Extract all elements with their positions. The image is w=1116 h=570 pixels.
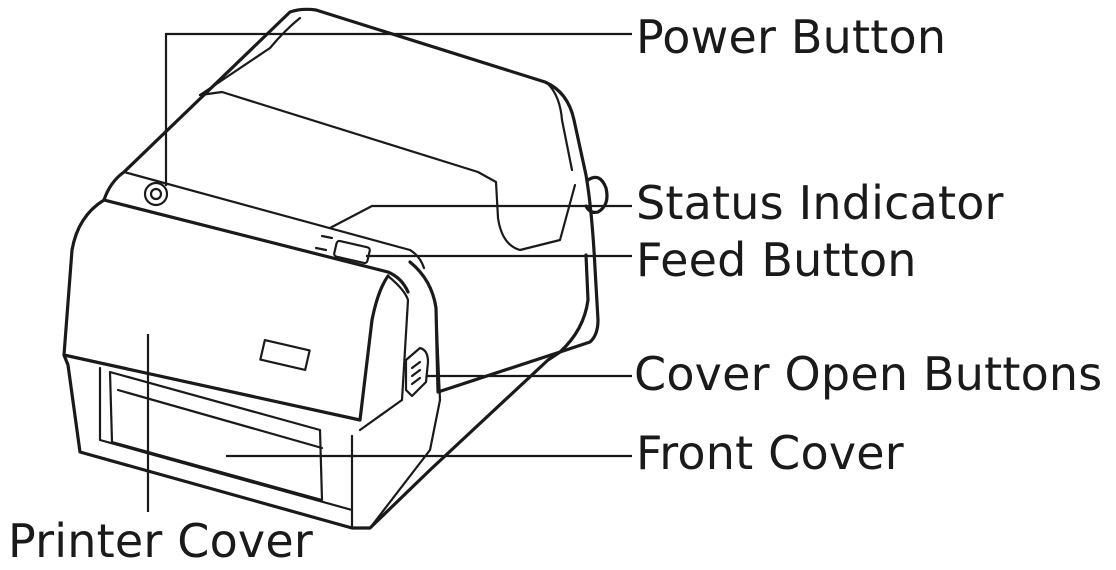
- top-lid-outline: [122, 7, 600, 354]
- leader-status-indicator: [329, 204, 632, 229]
- side-curve: [368, 306, 442, 530]
- status-led-icon: [320, 234, 334, 240]
- label-feed-button: Feed Button: [636, 233, 917, 287]
- label-status-indicator: Status Indicator: [636, 176, 1004, 230]
- front-top-edge-inner: [122, 170, 426, 270]
- lid-ridge: [546, 82, 574, 172]
- base-outline: [62, 350, 562, 530]
- printer-cover-side: [358, 274, 410, 432]
- paper-exit-slot: [116, 388, 324, 450]
- base-front: [98, 366, 354, 512]
- label-front-cover: Front Cover: [636, 426, 904, 480]
- side-panel: [408, 253, 590, 394]
- cover-label-window: [259, 338, 311, 372]
- leader-power-button: [164, 32, 632, 186]
- power-button-icon: [143, 181, 169, 207]
- lid-step-line: [198, 90, 577, 252]
- label-power-button: Power Button: [636, 10, 947, 64]
- label-cover-open-buttons: Cover Open Buttons: [634, 347, 1103, 401]
- label-printer-cover: Printer Cover: [8, 514, 313, 568]
- status-led-icon-2: [314, 246, 328, 252]
- cover-open-button-icon: [404, 346, 430, 398]
- power-symbol-icon: [149, 187, 163, 201]
- paper-exit-window: [108, 370, 324, 502]
- cover-open-grip-icon: [410, 360, 422, 386]
- front-top-edge: [102, 170, 410, 294]
- printer-cover-outline: [62, 198, 390, 422]
- side-knob-icon: [584, 175, 609, 214]
